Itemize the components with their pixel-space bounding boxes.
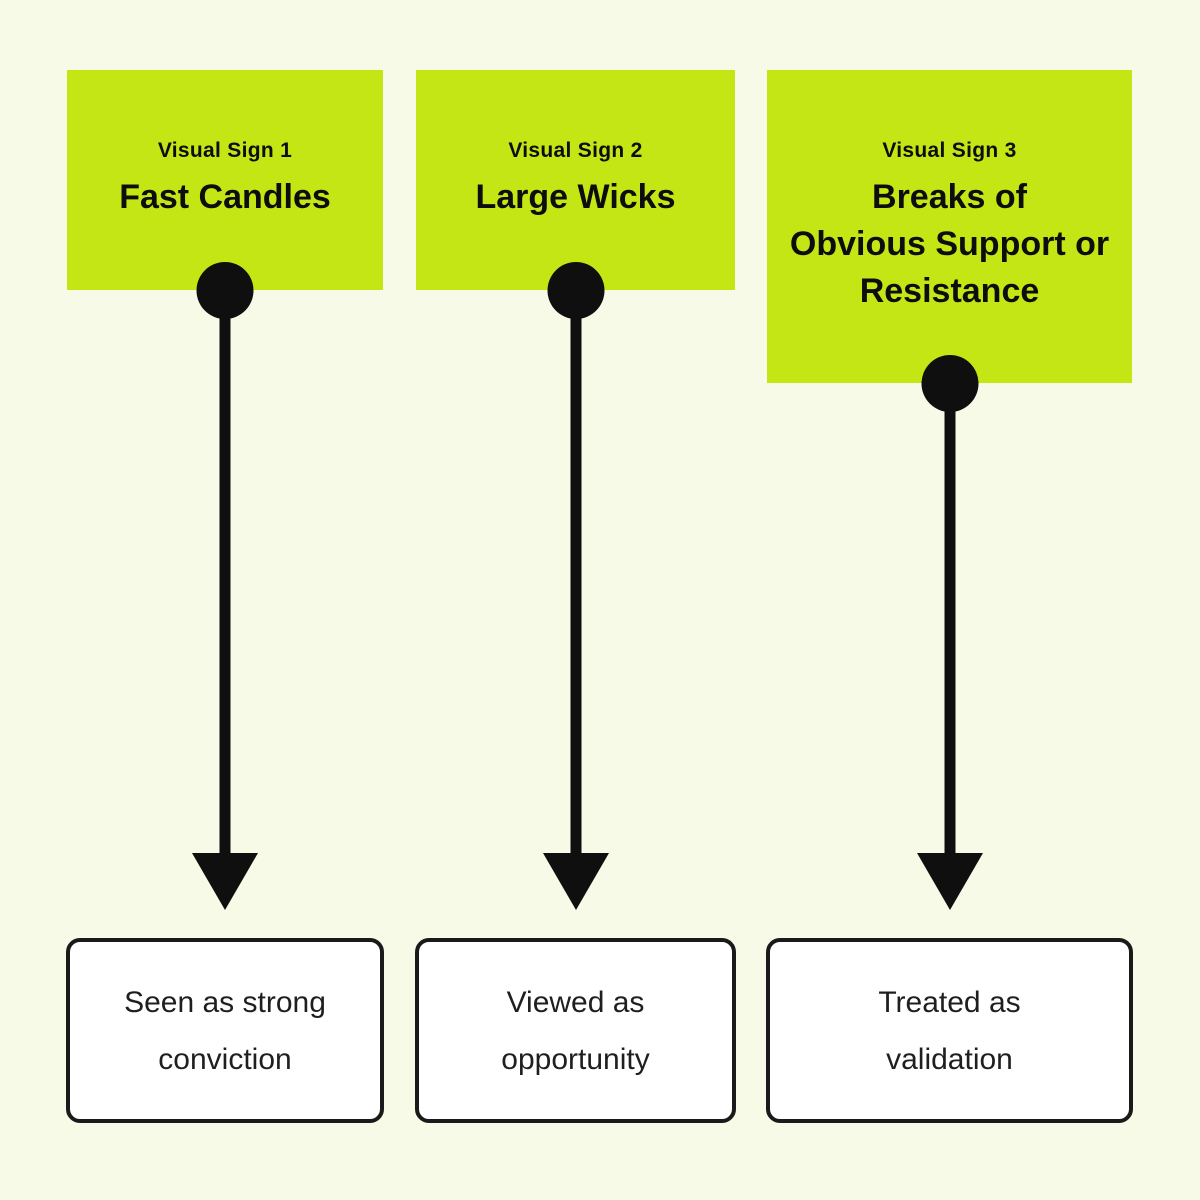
result-line: opportunity: [501, 1042, 650, 1076]
result-line: Seen as strong: [124, 985, 326, 1019]
result-card-1: Seen as strong conviction: [66, 938, 384, 1123]
arrow-stem: [570, 290, 581, 858]
sign-title-line: Obvious Support or: [789, 224, 1110, 263]
sign-title-line: Large Wicks: [475, 178, 676, 216]
sign-label: Visual Sign 1: [157, 139, 293, 162]
sign-label: Visual Sign 3: [882, 138, 1017, 162]
result-line: Treated as: [878, 985, 1021, 1019]
sign-card-1: Visual Sign 1 Fast Candles: [67, 70, 383, 290]
sign-title-line: Resistance: [859, 271, 1040, 310]
arrow-stem: [219, 290, 231, 858]
sign-title: Breaks of Obvious Support or Resistance: [790, 174, 1109, 315]
sign-label: Visual Sign 2: [508, 139, 643, 162]
result-card-3: Treated as validation: [766, 938, 1133, 1123]
result-line: Viewed as: [506, 985, 645, 1019]
arrow-down-icon: [916, 853, 983, 910]
sign-title: Large Wicks: [476, 174, 676, 221]
sign-card-3: Visual Sign 3 Breaks of Obvious Support …: [767, 70, 1132, 383]
arrow-stem: [944, 383, 955, 858]
result-line: conviction: [158, 1042, 292, 1076]
sign-title-line: Breaks of: [872, 177, 1027, 216]
result-card-2: Viewed as opportunity: [415, 938, 736, 1123]
result-line: validation: [886, 1042, 1013, 1076]
arrow-down-icon: [542, 853, 609, 910]
column-visual-sign-1: Visual Sign 1 Fast Candles Seen as stron…: [66, 0, 384, 1200]
sign-title-line: Fast Candles: [119, 178, 331, 216]
sign-title: Fast Candles: [119, 174, 331, 221]
column-visual-sign-2: Visual Sign 2 Large Wicks Viewed as oppo…: [415, 0, 736, 1200]
arrow-down-icon: [192, 853, 258, 910]
column-visual-sign-3: Visual Sign 3 Breaks of Obvious Support …: [766, 0, 1133, 1200]
sign-card-2: Visual Sign 2 Large Wicks: [416, 70, 735, 290]
